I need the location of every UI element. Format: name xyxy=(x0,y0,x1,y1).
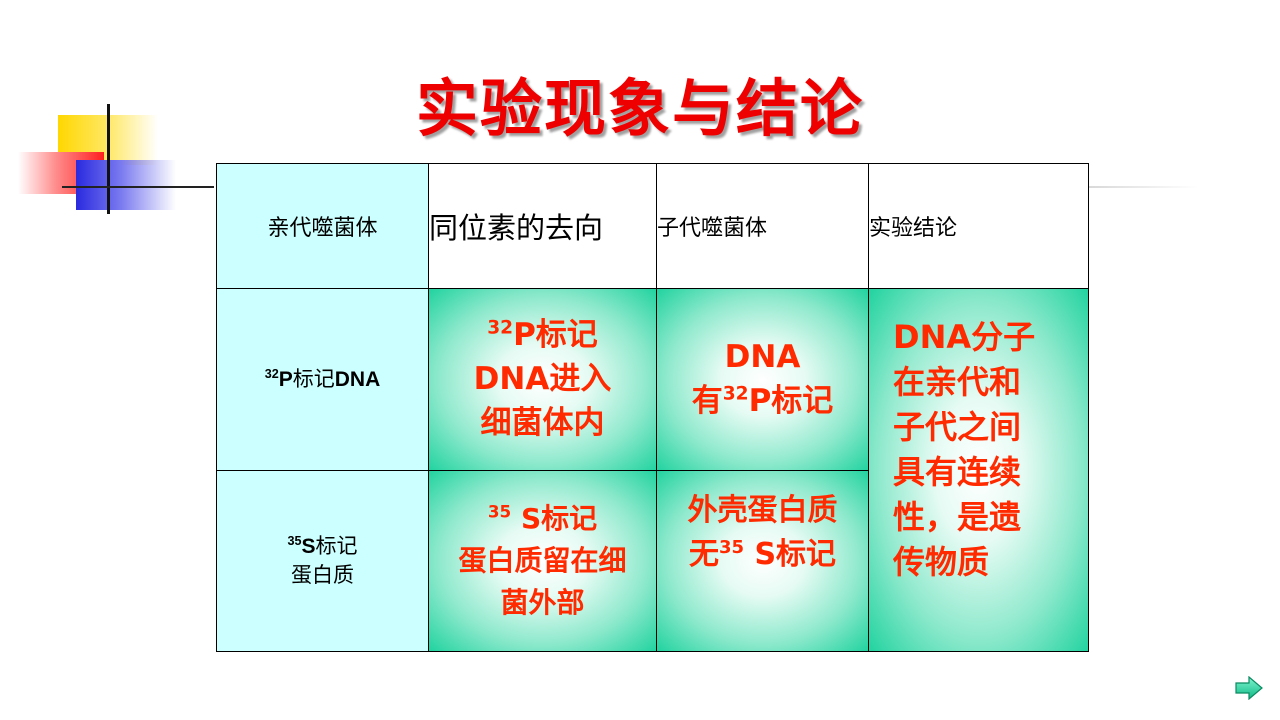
offspring-prefix: 无 xyxy=(688,536,719,572)
offspring-line-1: 外壳蛋白质 xyxy=(687,492,838,528)
conclusion-line: 传物质 xyxy=(893,543,990,582)
header-isotope-fate: 同位素的去向 xyxy=(428,162,657,290)
cell-conclusion: DNA分子 在亲代和 子代之间 具有连续 性，是遗 传物质 xyxy=(868,288,1089,652)
offspring-line-2: 有32P标记 xyxy=(657,379,868,423)
cell-p32-fate: 32P标记 DNA进入 细菌体内 xyxy=(428,288,657,471)
fate-line-1: 32P标记 xyxy=(429,313,656,357)
header-conclusion: 实验结论 xyxy=(868,162,1089,290)
fate-line-2: 蛋白质留在细 xyxy=(458,543,627,577)
offspring-line-1: DNA xyxy=(724,339,801,376)
row-label-p32: 32P标记DNA xyxy=(216,288,429,471)
label-text: 标记 xyxy=(315,533,358,558)
table-row: 35S标记 蛋白质 35 S标记 蛋白质留在细 菌外部 外壳蛋白质 无35 S标… xyxy=(216,469,1089,653)
fate-line-1: 35 S标记 xyxy=(429,498,656,540)
isotope-symbol: P xyxy=(278,367,293,391)
fate-line-3: 菌外部 xyxy=(500,585,585,619)
offspring-line-2: 无35 S标记 xyxy=(657,533,868,577)
isotope-mass: 35 xyxy=(287,533,302,548)
conclusion-line: DNA分子 xyxy=(893,318,1036,357)
isotope-mass: 35 xyxy=(718,536,744,558)
isotope-mass: 35 xyxy=(487,501,512,522)
header-offspring-phage: 子代噬菌体 xyxy=(656,162,869,290)
fate-line-3: 细菌体内 xyxy=(480,405,605,442)
slide-title: 实验现象与结论 xyxy=(415,72,864,145)
isotope-mass: 32 xyxy=(264,366,279,381)
isotope-symbol: S xyxy=(301,534,316,558)
conclusion-line: 性，是遗 xyxy=(893,498,1022,537)
offspring-suffix: S标记 xyxy=(744,536,837,572)
decor-fade-line xyxy=(1088,186,1198,188)
header-parent-phage: 亲代噬菌体 xyxy=(216,162,429,290)
conclusion-line: 子代之间 xyxy=(893,408,1022,447)
isotope-mass: 32 xyxy=(487,318,514,340)
table-header-row: 亲代噬菌体 同位素的去向 子代噬菌体 实验结论 xyxy=(216,162,1089,290)
conclusion-line: 具有连续 xyxy=(893,453,1022,492)
fate-text: S标记 xyxy=(511,501,598,535)
table-row: 32P标记DNA 32P标记 DNA进入 细菌体内 DNA 有32P标记 DNA… xyxy=(216,288,1089,652)
arrow-right-icon[interactable] xyxy=(1235,676,1263,700)
offspring-prefix: 有 xyxy=(691,383,723,420)
fate-line-2: DNA进入 xyxy=(473,361,612,398)
results-table: 亲代噬菌体 同位素的去向 子代噬菌体 实验结论 32P标记DNA 32P标记 D… xyxy=(216,162,1089,653)
label-text: 标记 xyxy=(292,366,335,391)
row-label-s35: 35S标记 蛋白质 xyxy=(216,469,429,653)
label-protein: 蛋白质 xyxy=(291,562,354,587)
conclusion-line: 在亲代和 xyxy=(893,363,1022,402)
cell-p32-offspring: DNA 有32P标记 xyxy=(656,288,869,471)
decor-blue-block xyxy=(76,160,176,210)
fate-text: P标记 xyxy=(513,317,598,354)
decor-horizontal-line xyxy=(62,186,214,188)
decor-vertical-line xyxy=(107,104,110,214)
offspring-suffix: P标记 xyxy=(748,383,834,420)
cell-s35-fate: 35 S标记 蛋白质留在细 菌外部 xyxy=(428,469,657,653)
isotope-mass: 32 xyxy=(722,384,749,406)
label-dna: DNA xyxy=(334,367,381,391)
cell-s35-offspring: 外壳蛋白质 无35 S标记 xyxy=(656,469,869,653)
